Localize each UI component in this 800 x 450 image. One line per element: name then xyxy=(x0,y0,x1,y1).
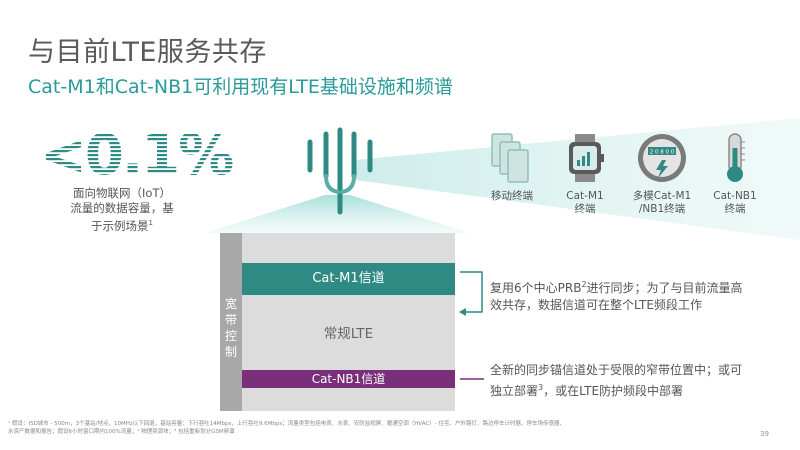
meter-icon: 2 0 8 0 0 xyxy=(638,134,686,182)
device-multimode-label2: /NB1终端 xyxy=(638,203,686,215)
stat-value: <0.1% xyxy=(40,123,235,188)
page-subtitle: Cat-M1和Cat-NB1可利用现有LTE基础设施和频谱 xyxy=(28,76,453,98)
stat-description: 面向物联网（IoT） 流量的数据容量，基 于示例场景1 xyxy=(48,186,196,234)
wideband-control-bar xyxy=(220,233,242,411)
m1-connector xyxy=(460,271,483,313)
device-cat-m1-label2: 终端 xyxy=(574,203,596,215)
footnote-line2: 水资产数据和报告；假设6小时窗口期内100%流量；² 物理资源块；³ 包括重新划… xyxy=(8,429,235,435)
cat-m1-description: 复用6个中心PRB2进行同步；为了与目前流量高 效共存，数据信道可在整个LTE频… xyxy=(490,276,782,314)
device-multimode: 2 0 8 0 0 多模Cat-M1 /NB1终端 xyxy=(622,132,702,216)
footnote: ¹ 假设：ISD城市 - 500m，3个基站/地点，10MHz以下回退，基站容量… xyxy=(8,420,728,436)
cat-nb1-description: 全新的同步锚信道处于受限的窄带位置中；或可 独立部署3，或在LTE防护频段中部署 xyxy=(490,362,782,400)
stat-desc-line1: 面向物联网（IoT） xyxy=(73,186,171,200)
device-mobile-label: 移动终端 xyxy=(491,190,533,202)
m1-desc-sup: 2 xyxy=(581,280,587,289)
device-cat-m1: Cat-M1 终端 xyxy=(545,132,625,216)
m1-desc-line1a: 复用6个中心PRB xyxy=(490,281,582,295)
regular-lte-label: 常规LTE xyxy=(323,326,374,342)
m1-desc-line1b: 进行同步；为了与目前流量高 xyxy=(586,281,743,295)
device-cat-nb1-label2: 终端 xyxy=(724,203,746,215)
device-cat-nb1-label: Cat-NB1 xyxy=(713,190,757,202)
nb1-desc-line2b: ，或在LTE防护频段中部署 xyxy=(543,384,684,398)
svg-text:<0.1%: <0.1% xyxy=(40,123,233,188)
thermometer-icon xyxy=(727,133,745,182)
stat-desc-footnote-ref: 1 xyxy=(148,219,153,227)
device-mobile: 移动终端 xyxy=(472,132,552,203)
nb1-desc-line1: 全新的同步锚信道处于受限的窄带位置中；或可 xyxy=(490,363,743,377)
footnote-line1: ¹ 假设：ISD城市 - 500m，3个基站/地点，10MHz以下回退，基站容量… xyxy=(8,421,565,427)
wideband-control-text: 宽带控制 xyxy=(224,297,237,359)
device-cat-m1-label: Cat-M1 xyxy=(566,190,604,202)
phones-icon xyxy=(491,133,529,183)
nb1-desc-line2a: 独立部署 xyxy=(490,384,539,398)
watch-icon xyxy=(569,134,604,182)
svg-text:2 0 8 0 0: 2 0 8 0 0 xyxy=(650,150,675,156)
nb1-desc-sup: 3 xyxy=(538,383,544,392)
device-cat-nb1: Cat-NB1 终端 xyxy=(695,132,775,216)
cat-m1-channel: Cat-M1信道 xyxy=(242,263,455,295)
m1-desc-line2: 效共存，数据信道可在整个LTE频段工作 xyxy=(490,298,702,312)
cat-nb1-channel: Cat-NB1信道 xyxy=(242,370,455,388)
stat-desc-line2: 流量的数据容量，基 xyxy=(70,201,174,215)
cell-tower-icon xyxy=(307,127,373,215)
wideband-control-label: 宽带控制 xyxy=(220,296,242,360)
device-multimode-label: 多模Cat-M1 xyxy=(632,190,692,202)
stat-desc-line3: 于示例场景 xyxy=(91,218,149,233)
page-number: 39 xyxy=(760,430,769,438)
page-title: 与目前LTE服务共存 xyxy=(28,37,267,68)
